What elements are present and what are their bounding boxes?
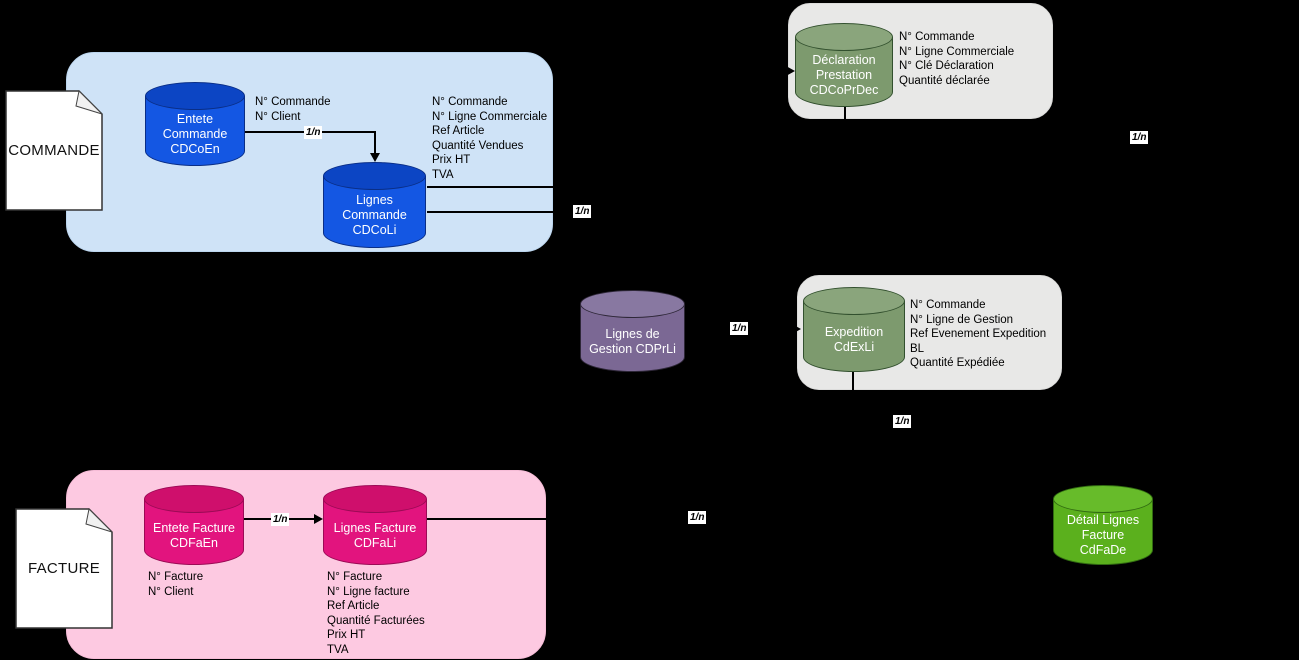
entity-title: Entete Commande CDCoEn [162,112,228,156]
connector-lignes-commande-out-1 [427,186,780,188]
entity-title: Déclaration Prestation CDCoPrDec [809,53,879,97]
entity-expedition[interactable]: Expedition CdExLi [803,287,905,372]
entity-title: Lignes de Gestion CDPrLi [589,326,676,356]
document-shape-icon [15,508,113,629]
cardinality-label: 1/n [688,511,707,524]
connector-expedition-down [852,368,854,390]
entity-lignes-commande[interactable]: Lignes Commande CDCoLi [323,162,426,248]
entity-lignes-facture[interactable]: Lignes Facture CDFaLi [323,485,427,565]
cylinder-top [144,485,244,513]
entity-title: Détail Lignes Facture CdFaDe [1066,513,1140,557]
entity-lignes-gestion[interactable]: Lignes de Gestion CDPrLi [580,290,685,372]
connector-lignes-commande-out-2 [427,211,570,213]
cardinality-label: 1/n [1130,131,1149,144]
cardinality-label: 1/n [573,205,592,218]
cylinder-top [145,82,245,110]
entity-title: Lignes Facture CDFaLi [333,520,417,550]
cylinder-top [323,162,426,190]
cardinality-label: 1/n [304,126,323,139]
attributes-lignes-commande: N° Commande N° Ligne Commerciale Ref Art… [432,96,548,181]
cardinality-label: 1/n [730,322,749,335]
entity-title: Entete Facture CDFaEn [153,520,235,550]
attributes-lignes-facture: N° Facture N° Ligne facture Ref Article … [327,571,425,656]
cardinality-label: 1/n [271,513,290,526]
document-commande[interactable]: COMMANDE [5,90,103,211]
entity-title: Expedition CdExLi [824,325,884,354]
entity-declaration-prestation[interactable]: Déclaration Prestation CDCoPrDec [795,23,893,107]
arrowhead-expedition [792,324,801,334]
entity-entete-facture[interactable]: Entete Facture CDFaEn [144,485,244,565]
connector-entete-to-lignes-commande-v [374,131,376,154]
attributes-declaration-prestation: N° Commande N° Ligne Commerciale N° Clé … [899,31,1015,87]
attributes-expedition: N° Commande N° Ligne de Gestion Ref Even… [910,299,1047,370]
document-facture[interactable]: FACTURE [15,508,113,629]
arrowhead-lignes-commande [370,153,380,162]
cylinder-top [323,485,427,513]
arrowhead-lignes-facture [314,514,323,524]
region-facture[interactable] [66,470,546,659]
document-label: FACTURE [27,560,101,577]
connector-lignes-facture-out [427,518,1050,520]
cylinder-top [1053,485,1153,513]
document-shape-icon [5,90,103,211]
attributes-entete-commande: N° Commande N° Client [255,96,331,123]
cylinder-top [580,290,685,318]
entity-title: Lignes Commande CDCoLi [342,193,407,237]
document-label: COMMANDE [8,142,100,159]
entity-detail-lignes-facture[interactable]: Détail Lignes Facture CdFaDe [1053,485,1153,565]
arrowhead-declaration-prestation [786,66,795,76]
cardinality-label: 1/n [893,415,912,428]
connector-declaration-down [844,103,846,120]
cylinder-top [803,287,905,315]
cylinder-top [795,23,893,51]
attributes-entete-facture: N° Facture N° Client [148,571,204,598]
entity-entete-commande[interactable]: Entete Commande CDCoEn [145,82,245,166]
